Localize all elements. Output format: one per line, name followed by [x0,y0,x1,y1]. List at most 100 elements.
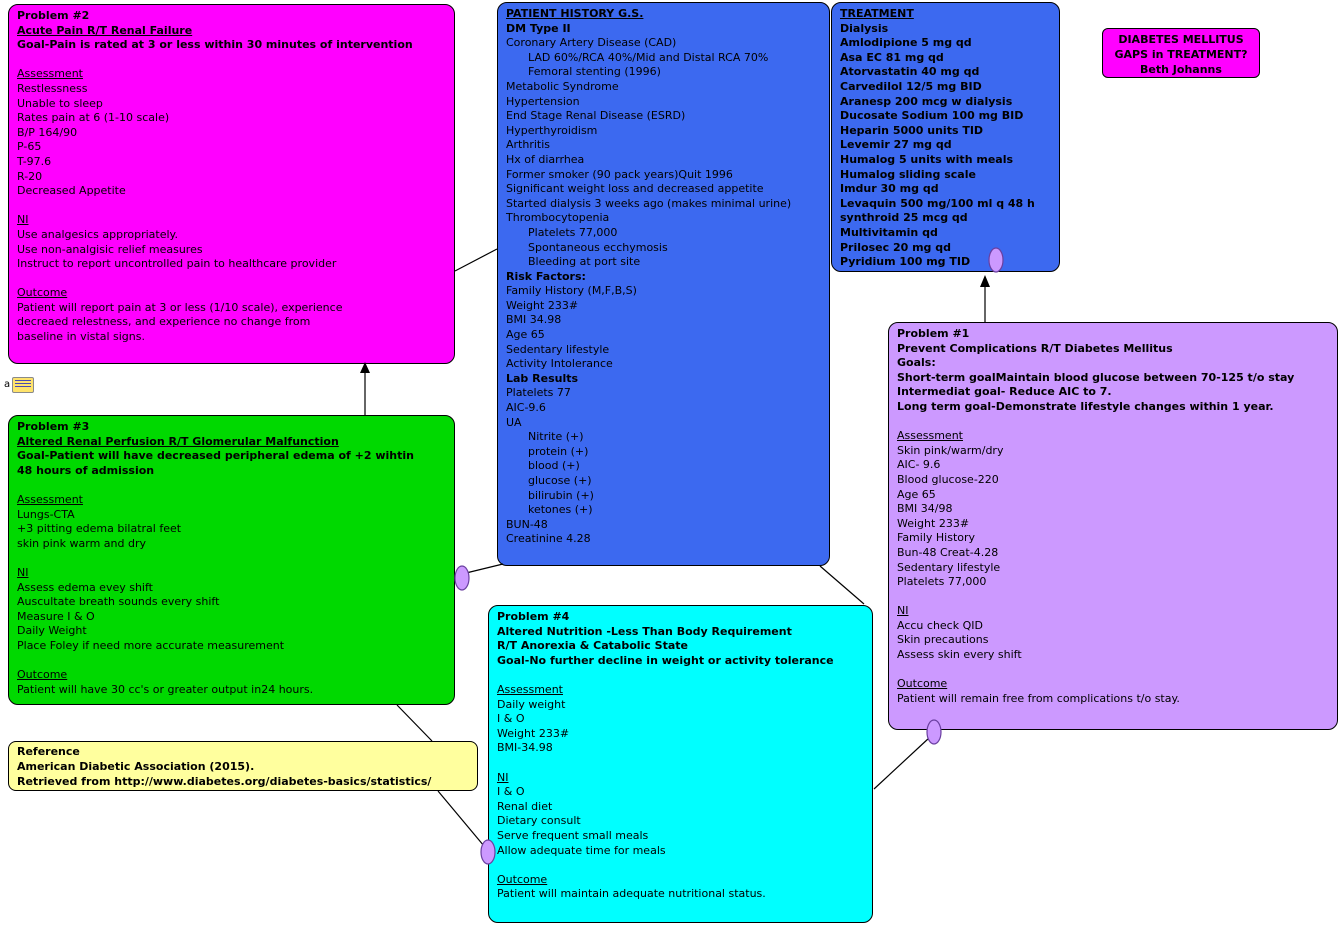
text-line: Use non-analgisic relief measures [17,242,203,256]
text-line: Goal-Patient will have decreased periphe… [17,449,414,463]
text-line: Outcome [497,872,548,886]
audio-note-icon[interactable]: a [4,377,35,393]
text-line: Use analgesics appropriately. [17,227,178,241]
text-line: 48 hours of admission [17,463,155,477]
text-line: blood (+) [528,459,580,473]
text-line: Arthritis [506,138,551,152]
link-handle[interactable] [988,247,1004,273]
text-line: bilirubin (+) [528,488,594,502]
note-label: a [4,379,11,390]
text-line: Amlodipione 5 mg qd [840,36,972,50]
link-problem1-problem4[interactable] [873,737,930,790]
text-line: Place Foley if need more accurate measur… [17,638,285,652]
text-line: BUN-48 [506,517,548,531]
text-line: synthroid 25 mcg qd [840,211,968,225]
text-line: Creatinine 4.28 [506,532,591,546]
text-line: Assessment [17,67,83,81]
link-problem3-history[interactable] [465,563,504,574]
link-reference-problem4[interactable] [437,790,485,847]
text-line [497,858,864,873]
text-line: Decreased Appetite [17,184,126,198]
text-line: Dialysis [840,21,889,35]
text-line: Coronary Artery Disease (CAD) [506,36,677,50]
text-line: Atorvastatin 40 mg qd [840,65,980,79]
text-line: Long term goal-Demonstrate lifestyle cha… [897,399,1274,413]
text-line: decreaed relestness, and experience no c… [17,315,311,329]
text-line: Patient will have 30 cc's or greater out… [17,682,314,696]
text-line: R/T Anorexia & Catabolic State [497,639,688,653]
link-problem3-problem2[interactable] [360,362,370,415]
text-line: Prevent Complications R/T Diabetes Melli… [897,341,1173,355]
text-line: B/P 164/90 [17,125,78,139]
link-problem1-treatment[interactable] [980,275,990,322]
text-line: Assess skin every shift [897,648,1022,662]
text-line: AIC-9.6 [506,401,546,415]
text-line: Sedentary lifestyle [897,560,1001,574]
text-line: Family History (M,F,B,S) [506,284,637,298]
text-line [17,53,446,68]
text-line: Acute Pain R/T Renal Failure [17,23,193,37]
text-line: Femoral stenting (1996) [528,65,661,79]
text-line: R-20 [17,169,43,183]
link-handle[interactable] [926,719,942,745]
text-line: Goal-No further decline in weight or act… [497,653,834,667]
text-line: +3 pitting edema bilatral feet [17,522,182,536]
text-line [897,590,1329,605]
text-line: BMI-34.98 [497,741,553,755]
text-line: Multivitamin qd [840,225,938,239]
text-line: Rates pain at 6 (1-10 scale) [17,111,170,125]
text-line: Spontaneous ecchymosis [528,240,668,254]
text-line: Assessment [897,429,963,443]
text-line: Prilosec 20 mg qd [840,240,951,254]
link-problem3-reference[interactable] [396,704,433,742]
text-line: TREATMENT [840,7,914,20]
text-line [17,551,446,566]
text-line: Humalog sliding scale [840,167,976,181]
text-line: Humalog 5 units with meals [840,152,1014,166]
text-line: Skin precautions [897,633,989,647]
text-line: Levaquin 500 mg/100 ml q 48 h [840,196,1035,210]
text-line [17,199,446,214]
text-line: Hyperthyroidism [506,123,598,137]
text-line: Activity Intolerance [506,357,613,371]
text-line: Retrieved from http://www.diabetes.org/d… [17,775,432,788]
text-line: PATIENT HISTORY G.S. [506,7,644,20]
link-handle[interactable] [454,565,470,591]
link-history-problem4[interactable] [819,565,865,605]
text-line: Altered Nutrition -Less Than Body Requir… [497,624,792,638]
text-line: Unable to sleep [17,96,103,110]
text-line [497,756,864,771]
text-line: Asa EC 81 mg qd [840,50,944,64]
text-line: Reference [17,745,80,758]
text-line: Carvedilol 12/5 mg BID [840,79,982,93]
text-line: Allow adequate time for meals [497,843,666,857]
text-line: BMI 34/98 [897,502,953,516]
text-line [17,272,446,287]
text-line: Serve frequent small meals [497,828,649,842]
text-line: American Diabetic Association (2015). [17,760,255,773]
text-line: Problem #2 [17,9,90,22]
text-line: Beth Johanns [1140,63,1222,76]
text-line: skin pink warm and dry [17,536,146,550]
text-line: Blood glucose-220 [897,472,999,486]
text-line: Hypertension [506,94,580,108]
text-line: Assess edema evey shift [17,580,153,594]
arrowhead-up [980,275,990,287]
text-line: Age 65 [897,487,936,501]
text-line: Started dialysis 3 weeks ago (makes mini… [506,196,792,210]
link-handle[interactable] [480,839,496,865]
text-line [17,478,446,493]
link-problem2-history[interactable] [454,248,498,272]
text-line: NI [17,565,29,579]
text-line [897,415,1329,430]
text-line: DM Type II [506,21,571,35]
text-line: Pyridium 100 mg TID [840,255,971,269]
